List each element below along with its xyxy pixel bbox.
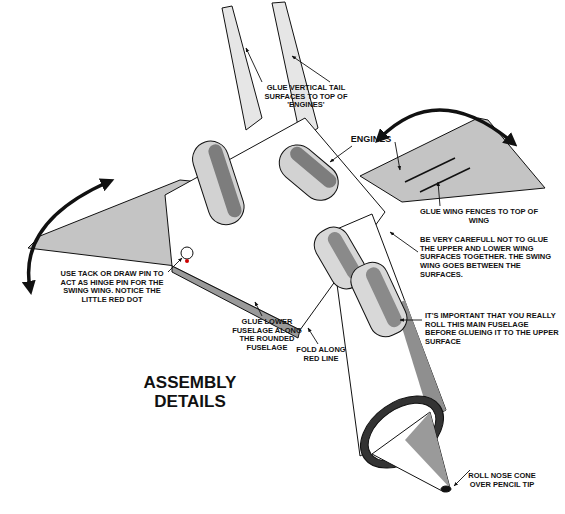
wing-fence [420,168,470,192]
leader-line [246,48,262,82]
callout-label: ROLL NOSE CONE OVER PENCIL TIP [458,472,546,489]
leader-line [330,146,352,162]
tail-fin [222,6,262,130]
nose-tip [441,486,451,492]
leader-line [255,302,262,316]
swing-arrow [380,110,512,142]
engine [272,138,346,208]
hinge-pin [181,247,193,259]
leader-line [292,56,330,82]
leader-line [400,320,422,321]
intake-pod [346,257,413,342]
callout-label: GLUE LOWER FUSELAGE ALONG THE ROUNDED FU… [226,318,308,353]
callout-label: FOLD ALONG RED LINE [290,346,352,363]
callout-label: GLUE WING FENCES TO TOP OF WING [412,208,546,225]
leader-line [308,328,318,344]
leader-line [454,470,470,486]
callout-label: ENGINES [345,134,397,144]
callout-label: BE VERY CAREFULL NOT TO GLUE THE UPPER A… [420,236,560,279]
leader-line [395,142,400,170]
callout-label: IT'S IMPORTANT THAT YOU REALLY ROLL THIS… [425,312,559,347]
red-dot [185,259,189,263]
callout-label: USE TACK OR DRAW PIN TO ACT AS HINGE PIN… [52,270,172,305]
leader-line [438,182,440,206]
leader-line [390,232,418,252]
nose-cone [372,412,450,492]
engine [188,136,249,229]
tail-fin [272,2,318,140]
diagram-title: ASSEMBLY DETAILS [128,374,252,411]
leader-line [168,258,182,272]
nose-shade [405,412,450,488]
callout-label: GLUE VERTICAL TAIL SURFACES TO TOP OF 'E… [250,84,362,110]
